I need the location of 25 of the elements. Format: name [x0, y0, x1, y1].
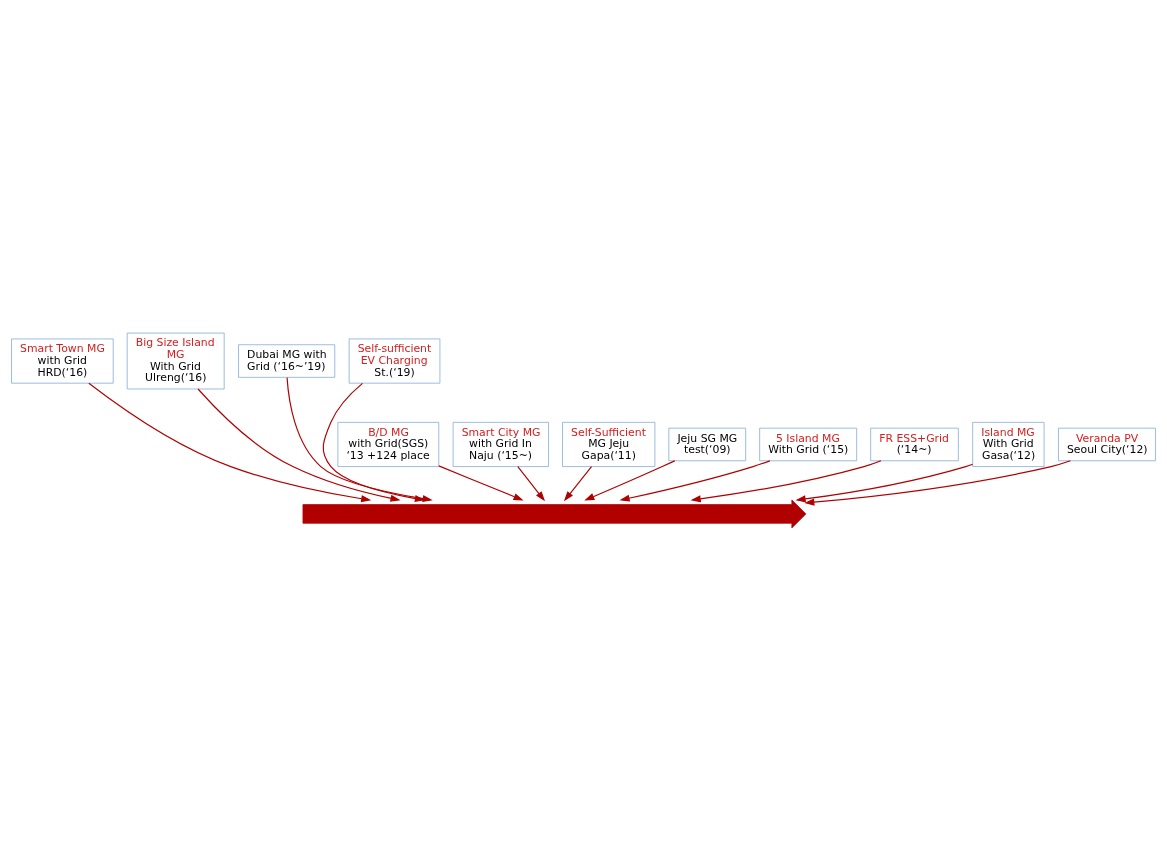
arrow: [197, 388, 401, 502]
arrow: [584, 460, 676, 501]
node-box: Island MG With Grid Gasa(‘12): [972, 421, 1045, 467]
arrow: [88, 382, 372, 503]
arrow: [795, 463, 974, 503]
node-box: Smart City MG with Grid In Naju (‘15~): [452, 421, 549, 467]
arrow: [286, 377, 433, 503]
node-box: Dubai MG with Grid (‘16~’19): [238, 344, 336, 378]
arrow: [322, 382, 425, 502]
node-box: Jeju SG MG test(‘09): [668, 427, 747, 462]
node-box: Self-Sufficient MG Jeju Gapa(‘11): [562, 421, 656, 467]
node-arrow: [302, 499, 807, 529]
node-box: Self-sufficient EV Charging St.(‘19): [348, 338, 441, 384]
arrow: [619, 460, 771, 502]
node-box: FR ESS+Grid (‘14~): [870, 427, 959, 462]
arrow: [690, 460, 882, 503]
node-box: B/D MG with Grid(SGS) ‘13 +124 place: [337, 421, 440, 467]
node-box: 5 Island MG With Grid (‘15): [759, 427, 858, 462]
node-box: Smart Town MG with Grid HRD(‘16): [11, 338, 114, 384]
arrow: [804, 460, 1071, 506]
arrow: [517, 466, 546, 502]
arrow: [438, 465, 524, 501]
node-box: Big Size Island MG With Grid Ulreng(‘16): [126, 332, 225, 390]
node-box: Veranda PV Seoul City(‘12): [1058, 427, 1156, 462]
arrow: [563, 466, 593, 502]
